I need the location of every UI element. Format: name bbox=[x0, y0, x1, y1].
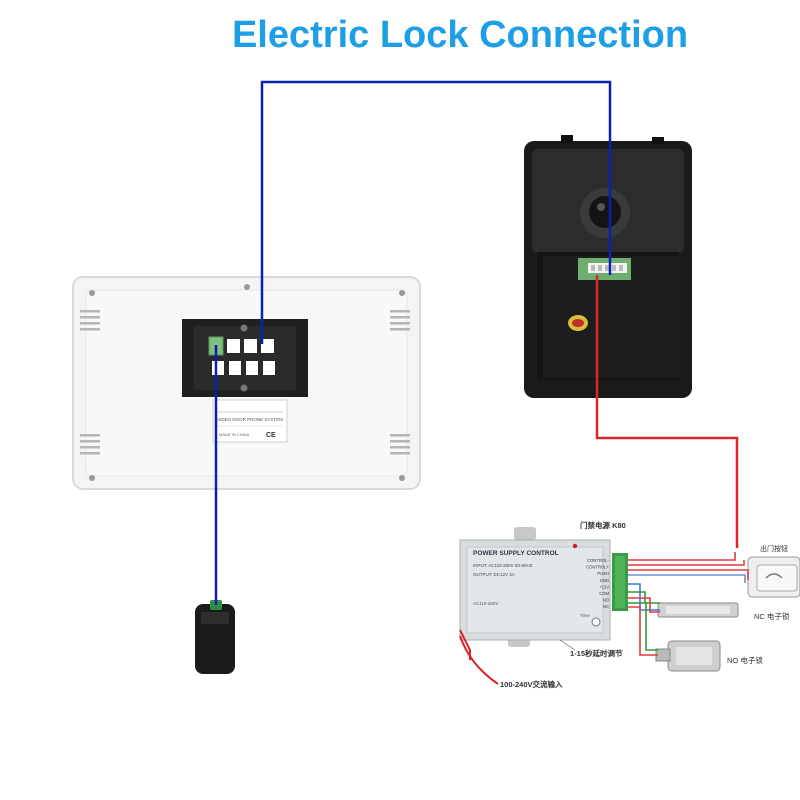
diagram-title: Electric Lock Connection bbox=[231, 14, 689, 56]
camera-terminal-block bbox=[578, 258, 631, 280]
delay-note: 1-15秒延时调节 bbox=[570, 648, 623, 658]
controller-input-spec: INPUT: AC110-260V 50-60HZ bbox=[473, 563, 533, 568]
terminal-label: NC bbox=[603, 604, 609, 609]
terminal-label: COM bbox=[599, 591, 609, 596]
indoor-monitor: VIDEO DOOR PHONE SYSTEM MADE IN CHINA CE bbox=[72, 276, 421, 490]
red-lock-wire bbox=[595, 275, 739, 548]
terminal-label: PUSH bbox=[597, 571, 609, 576]
controller-ac-label: AC110-260V bbox=[473, 601, 498, 606]
controller-model-label: 门禁电源 K80 bbox=[580, 520, 626, 530]
controller-time-label: Time bbox=[580, 613, 590, 618]
terminal-label: CONTROL- bbox=[587, 558, 609, 563]
controller-wiring bbox=[459, 552, 749, 685]
monitor-label-origin: MADE IN CHINA bbox=[219, 432, 250, 437]
exit-arrow-icon bbox=[765, 573, 783, 579]
terminal-label: NO bbox=[603, 598, 610, 603]
power-led-icon bbox=[572, 543, 578, 549]
power-supply-controller: 门禁电源 K80 POWER SUPPLY CONTROL INPUT: AC1… bbox=[459, 520, 628, 689]
controller-output-spec: OUTPUT: DC12V 3A bbox=[473, 572, 515, 577]
terminal-label: CONTROL+ bbox=[586, 565, 609, 570]
exit-button-device: 出门按钮 bbox=[747, 544, 800, 598]
no-lock-device: NO 电子锁 bbox=[655, 640, 763, 672]
delay-knob-icon bbox=[591, 617, 601, 627]
outdoor-camera-unit bbox=[524, 135, 692, 398]
blue-lock-wire bbox=[260, 80, 612, 344]
camera-lens-icon bbox=[589, 196, 621, 228]
exit-button-label: 出门按钮 bbox=[760, 544, 788, 553]
monitor-vents bbox=[80, 310, 410, 455]
no-lock-label: NO 电子锁 bbox=[727, 655, 763, 665]
monitor-label-sticker: VIDEO DOOR PHONE SYSTEM MADE IN CHINA CE bbox=[212, 399, 288, 443]
mains-note: 100-240V交流输入 bbox=[500, 679, 563, 689]
terminal-label: +12V bbox=[599, 584, 609, 589]
controller-label: POWER SUPPLY CONTROL bbox=[473, 550, 559, 557]
nc-lock-label: NC 电子锁 bbox=[754, 611, 790, 621]
power-adapter bbox=[195, 600, 235, 674]
nc-lock-device: NC 电子锁 bbox=[657, 602, 790, 621]
monitor-label-title: VIDEO DOOR PHONE SYSTEM bbox=[217, 417, 283, 422]
ce-mark: CE bbox=[266, 432, 276, 439]
monitor-connector-panel bbox=[182, 319, 308, 397]
terminal-label: GND bbox=[600, 578, 609, 583]
